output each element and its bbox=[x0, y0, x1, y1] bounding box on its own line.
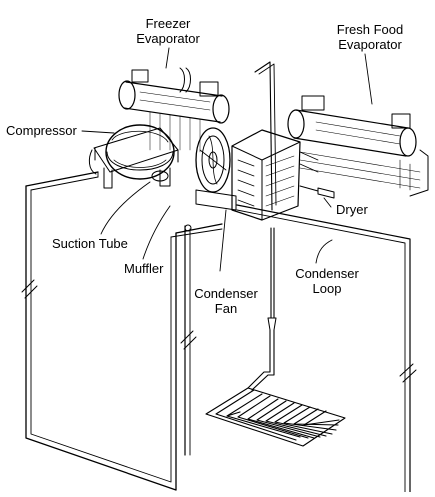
dryer-drawing bbox=[299, 185, 335, 199]
compressor-drawing bbox=[88, 124, 179, 189]
freezer-evaporator-label: Freezer Evaporator bbox=[128, 16, 208, 46]
freezer-evaporator-label-line2: Evaporator bbox=[136, 31, 200, 46]
fresh-food-evaporator-drawing bbox=[287, 95, 429, 197]
condenser-loop-label-line2: Loop bbox=[312, 281, 342, 296]
fresh-food-evaporator-label-line2: Evaporator bbox=[338, 37, 402, 52]
suction-tube-label: Suction Tube bbox=[52, 236, 128, 251]
condenser-loop-label: Condenser Loop bbox=[291, 266, 363, 296]
condenser-loop-label-line1: Condenser bbox=[295, 266, 359, 281]
freezer-evaporator-label-line1: Freezer bbox=[145, 16, 191, 31]
fresh-food-evaporator-label: Fresh Food Evaporator bbox=[330, 22, 410, 52]
left-cabinet-panel bbox=[21, 171, 223, 491]
condenser-loop-panel bbox=[180, 204, 417, 493]
condenser-coil-block bbox=[231, 129, 319, 221]
condenser-fan-label: Condenser Fan bbox=[190, 286, 262, 316]
condenser-fan-label-line2: Fan bbox=[214, 301, 238, 316]
compressor-label: Compressor bbox=[6, 123, 77, 138]
leader-lines bbox=[81, 47, 373, 272]
dryer-label: Dryer bbox=[336, 202, 368, 217]
muffler-label: Muffler bbox=[124, 261, 164, 276]
fresh-food-evaporator-label-line1: Fresh Food bbox=[336, 22, 404, 37]
condenser-fan-drawing bbox=[195, 127, 237, 211]
condenser-floor-coil bbox=[205, 227, 346, 447]
freezer-evaporator-drawing bbox=[118, 61, 277, 211]
condenser-fan-label-line1: Condenser bbox=[194, 286, 258, 301]
